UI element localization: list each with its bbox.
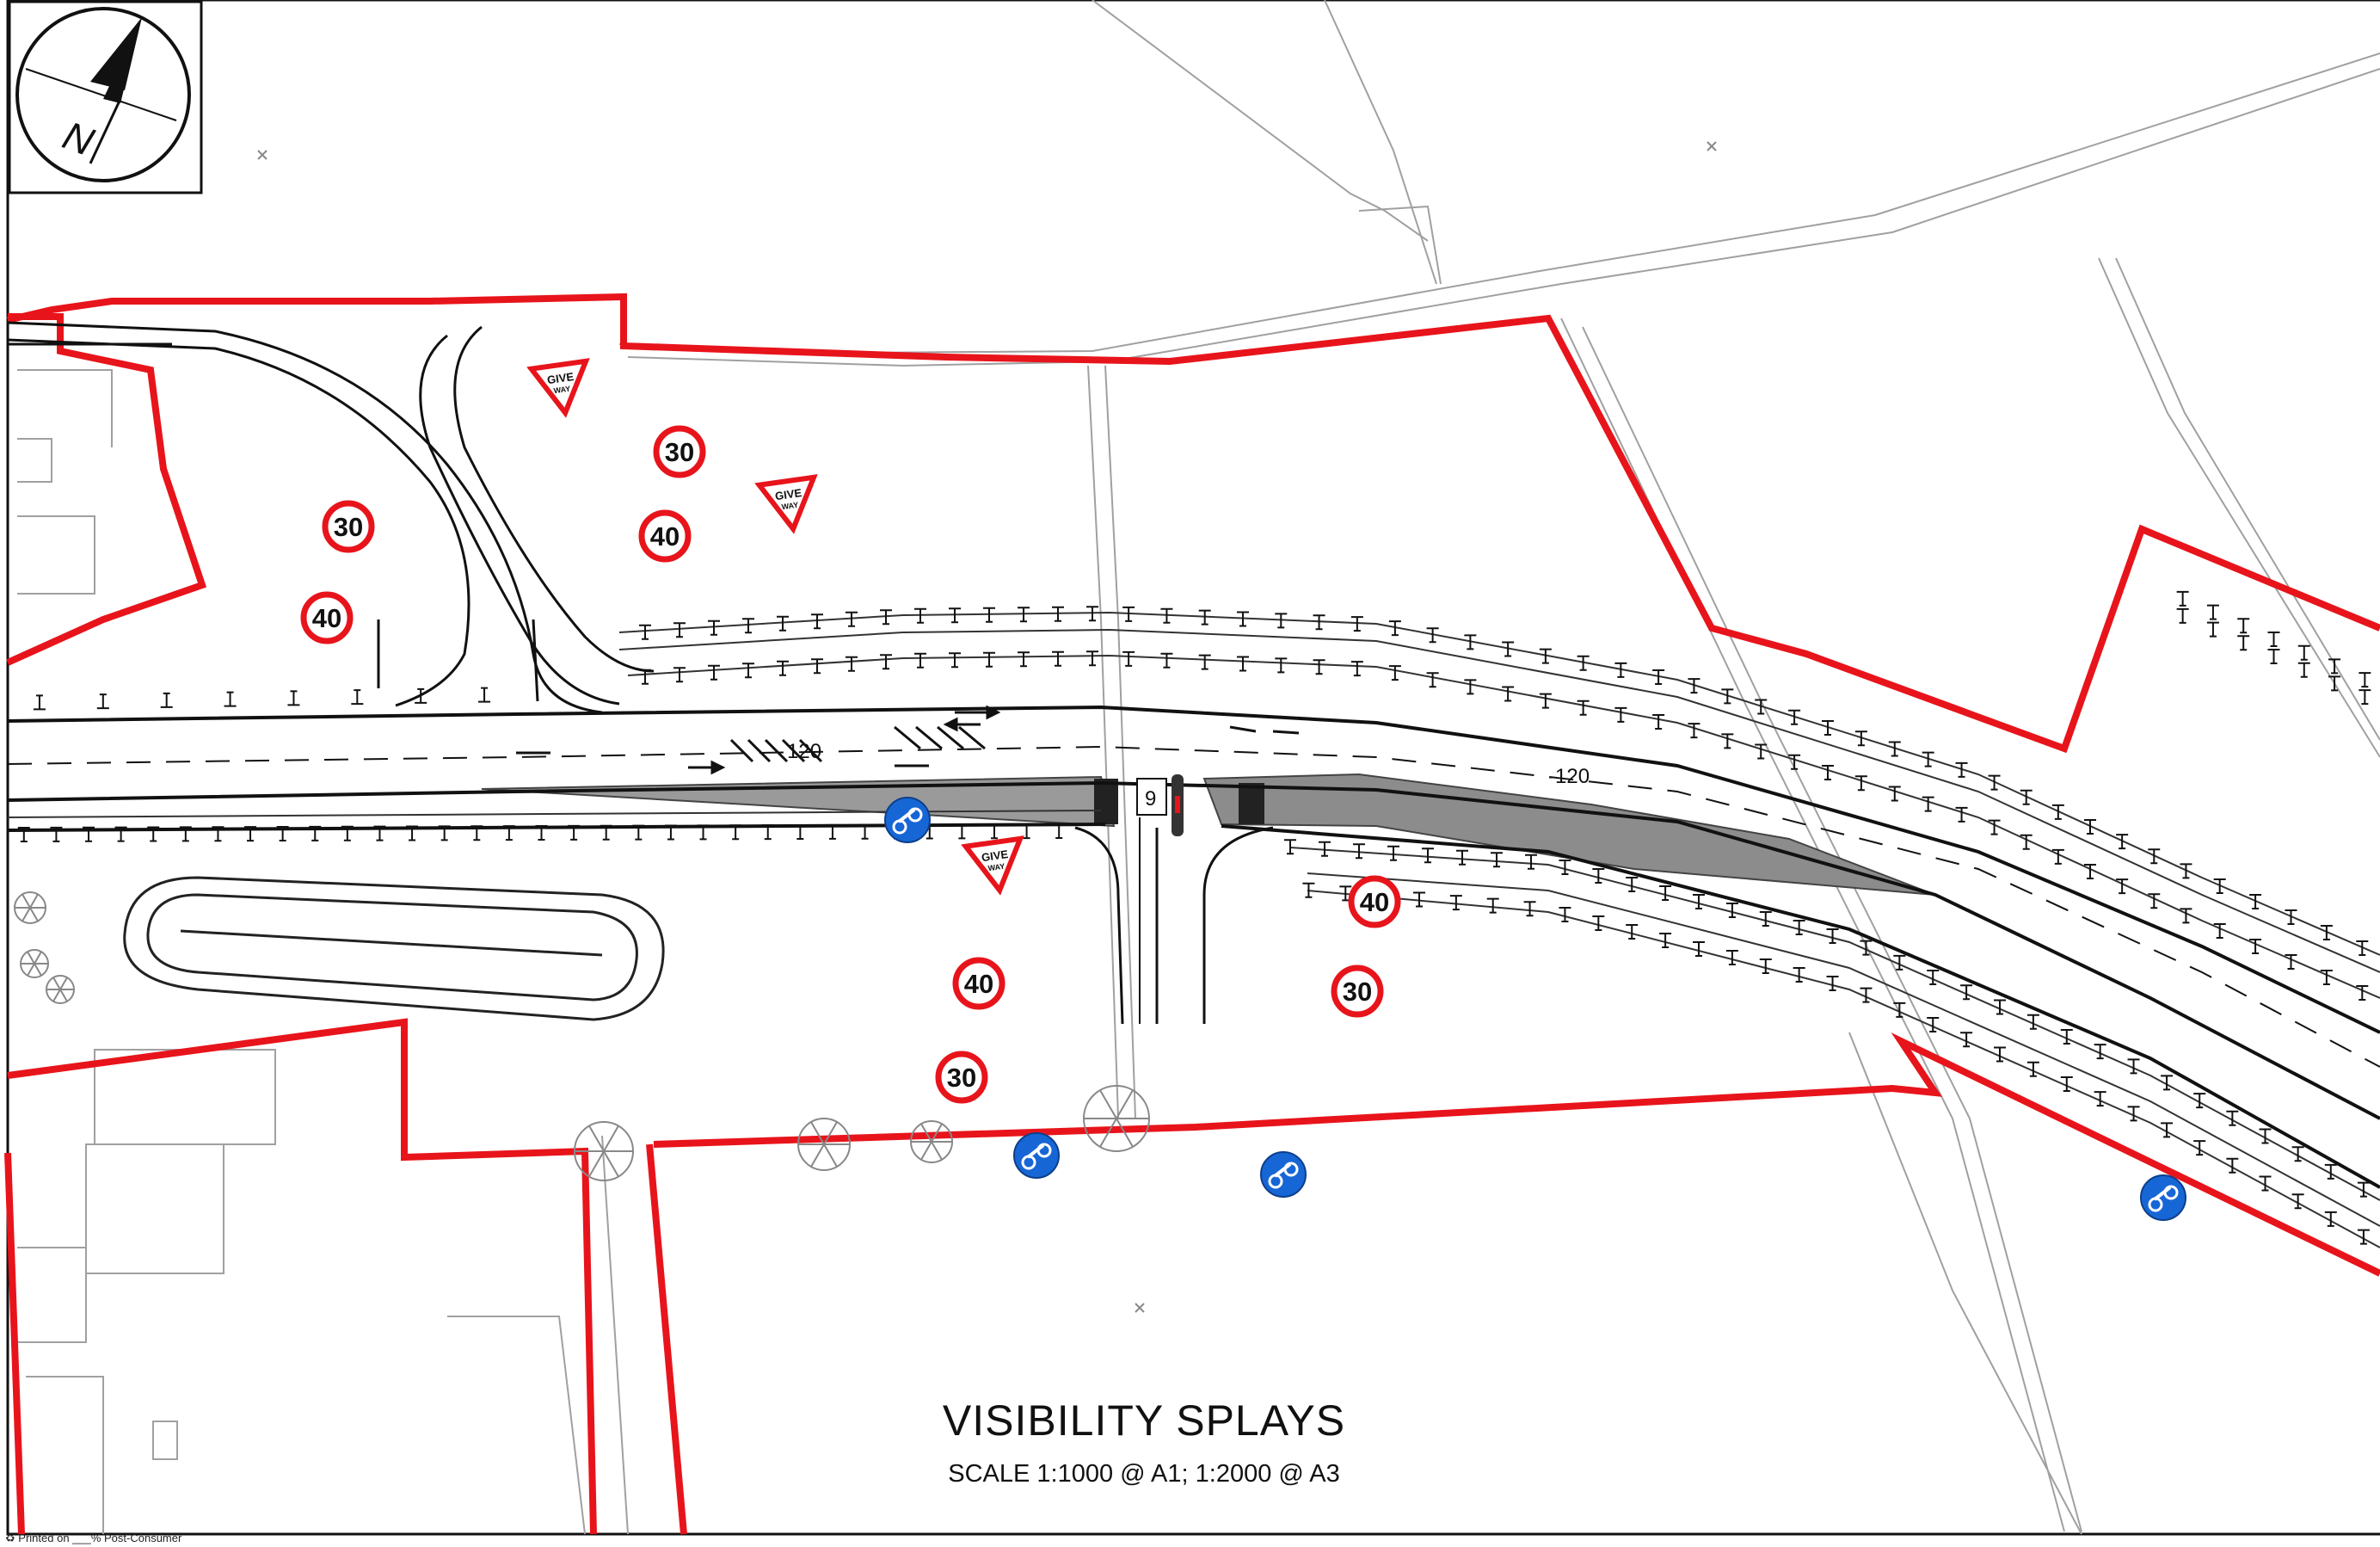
cycle-route-icon	[2140, 1174, 2186, 1221]
south-side-road	[1074, 817, 1274, 1025]
speed-limit-sign-icon: 40	[638, 509, 692, 563]
give-way-text: GIVE	[981, 847, 1009, 864]
recycle-icon: ♻	[5, 1532, 15, 1544]
north-arrow: N	[8, 0, 203, 194]
speed-limit-value: 40	[650, 521, 680, 552]
give-way-text: WAY	[553, 385, 571, 396]
give-way-text: WAY	[781, 501, 799, 512]
speed-limit-value: 30	[334, 512, 363, 542]
print-footer-text: Printed on ___% Post-Consumer	[18, 1532, 182, 1544]
survey-markers	[257, 141, 1717, 1313]
speed-limit-value: 40	[964, 969, 993, 999]
print-footer: ♻ Printed on ___% Post-Consumer	[5, 1532, 181, 1545]
drawing-frame	[6, 0, 2380, 1536]
footway-lines	[7, 611, 2380, 1248]
lane-arrows	[516, 705, 1001, 775]
north-arrow-icon	[89, 17, 142, 164]
speed-limit-sign-icon: 30	[322, 500, 375, 553]
give-way-text: GIVE	[546, 370, 575, 386]
tree-symbols	[14, 891, 1150, 1181]
chainage-label-west: 120	[787, 740, 821, 763]
cycle-route-icon	[1260, 1151, 1307, 1198]
give-way-text: WAY	[987, 862, 1006, 873]
speed-limit-value: 30	[665, 437, 694, 467]
cycle-route-icon	[1013, 1132, 1060, 1179]
main-road	[7, 705, 2380, 1189]
speed-limit-value: 40	[1360, 887, 1389, 917]
chainage-label-east: -120	[1548, 765, 1590, 788]
north-junction	[7, 321, 655, 714]
cycle-route-signs	[884, 797, 2186, 1221]
speed-limit-value: 30	[947, 1063, 976, 1093]
speed-limit-value: 30	[1343, 977, 1372, 1007]
speed-limit-signs: 30 40 30 40 40 30 40 30	[300, 425, 1401, 1104]
speed-limit-sign-icon: 30	[935, 1051, 988, 1104]
speed-limit-sign-icon: 30	[653, 425, 706, 478]
speed-limit-sign-icon: 40	[952, 957, 1006, 1010]
speed-limit-sign-icon: 40	[300, 591, 354, 644]
drawing-title: VISIBILITY SPLAYS	[942, 1396, 1346, 1445]
splay-distance-label: 9	[1145, 787, 1156, 810]
drawing-scale: SCALE 1:1000 @ A1; 1:2000 @ A3	[948, 1460, 1340, 1488]
road-centre-line	[7, 745, 2380, 1068]
parking-loop	[123, 876, 665, 1021]
cycle-route-icon	[884, 797, 931, 843]
speed-limit-sign-icon: 30	[1331, 965, 1384, 1018]
speed-limit-sign-icon: 40	[1348, 875, 1401, 928]
speed-limit-value: 40	[312, 603, 341, 633]
give-way-text: GIVE	[774, 486, 803, 502]
hatched-markings	[729, 725, 1300, 763]
site-boundary	[4, 293, 2380, 1535]
splay-distance-box	[1136, 778, 1167, 816]
context-mapping	[17, 0, 2380, 1535]
hedge-markings	[17, 590, 2371, 1245]
